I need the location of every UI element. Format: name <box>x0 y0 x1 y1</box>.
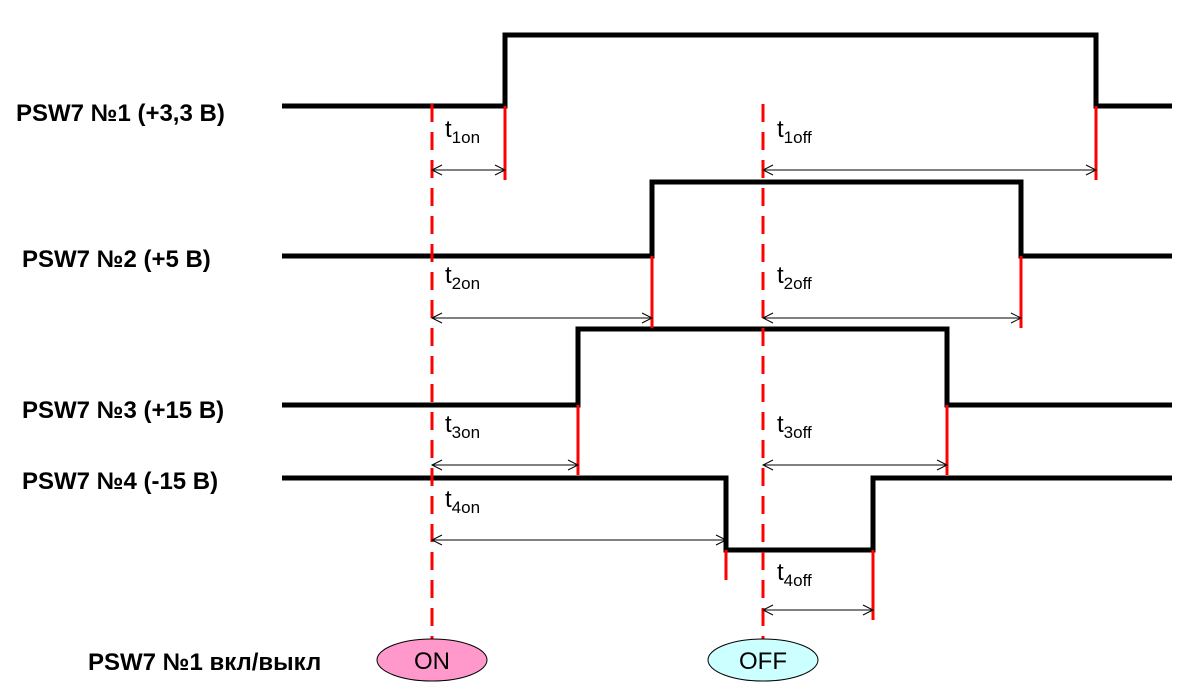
t3-on-subscript: 3on <box>452 423 480 442</box>
t4-off-label: t4off <box>777 559 812 590</box>
t1-on-arrow <box>430 164 507 176</box>
t3-off-arrow-head-left <box>761 459 774 471</box>
t1-on-arrow-head-right <box>494 164 507 176</box>
t3-on-symbol: t <box>445 411 452 438</box>
on-button-shape[interactable] <box>376 638 488 682</box>
control-label: PSW7 №1 вкл/выкл <box>88 649 321 676</box>
t2-off-label: t2off <box>777 262 812 293</box>
t4-on-arrow-head-right <box>715 534 728 546</box>
t1-on-symbol: t <box>445 116 452 143</box>
t2-on-subscript: 2on <box>452 274 480 293</box>
t4-off-symbol: t <box>777 559 784 586</box>
t3-off-arrow-head-right <box>936 459 949 471</box>
t1-on-arrow-head-left <box>430 164 443 176</box>
t1-off-label: t1off <box>777 116 812 147</box>
t2-on-arrow-head-right <box>641 312 654 324</box>
t2-on-label: t2on <box>445 262 480 293</box>
t3-on-arrow <box>430 459 580 471</box>
t3-on-arrow-head-right <box>567 459 580 471</box>
waveform-3-line <box>282 326 1172 408</box>
waveform-4 <box>282 475 1172 553</box>
waveform-2 <box>282 179 1172 259</box>
signal-1-label: PSW7 №1 (+3,3 В) <box>16 100 225 127</box>
waveform-4-line <box>282 475 1172 553</box>
t2-on-arrow-head-left <box>430 312 443 324</box>
off-button-shape[interactable] <box>707 638 819 682</box>
t1-off-arrow <box>761 164 1098 176</box>
t2-off-arrow <box>761 312 1023 324</box>
t4-on-label: t4on <box>445 486 480 517</box>
off-button[interactable]: OFF <box>707 638 819 682</box>
t2-on-arrow <box>430 312 654 324</box>
t4-off-subscript: 4off <box>784 571 812 590</box>
interval-arrows <box>430 164 1098 616</box>
t1-off-arrow-head-right <box>1085 164 1098 176</box>
signal-2-label: PSW7 №2 (+5 В) <box>22 246 211 273</box>
waveform-2-line <box>282 179 1172 259</box>
waveform-3 <box>282 326 1172 408</box>
signal-4-label: PSW7 №4 (-15 В) <box>22 468 218 495</box>
t4-off-arrow-head-left <box>761 604 774 616</box>
transition-ticks <box>503 106 1098 620</box>
t2-off-arrow-head-left <box>761 312 774 324</box>
t4-on-symbol: t <box>445 486 452 513</box>
waveform-1 <box>282 32 1172 109</box>
t3-off-symbol: t <box>777 411 784 438</box>
t2-off-arrow-head-right <box>1010 312 1023 324</box>
on-button-label: ON <box>414 648 450 675</box>
t2-off-subscript: 2off <box>784 274 812 293</box>
t2-off-symbol: t <box>777 262 784 289</box>
signal-3-label: PSW7 №3 (+15 В) <box>22 397 224 424</box>
t4-off-arrow-head-right <box>862 604 875 616</box>
t4-off-arrow <box>761 604 875 616</box>
t1-off-arrow-head-left <box>761 164 774 176</box>
interval-labels: t1on t1off t2on t2off t3on t3off t4on t4… <box>445 116 812 590</box>
t4-on-arrow <box>430 534 728 546</box>
t2-on-symbol: t <box>445 262 452 289</box>
off-button-label: OFF <box>739 648 787 675</box>
waveform-1-line <box>282 32 1172 109</box>
t3-off-arrow <box>761 459 949 471</box>
t1-on-label: t1on <box>445 116 480 147</box>
t3-off-subscript: 3off <box>784 423 812 442</box>
t3-off-label: t3off <box>777 411 812 442</box>
t3-on-label: t3on <box>445 411 480 442</box>
t4-on-subscript: 4on <box>452 498 480 517</box>
on-button[interactable]: ON <box>376 638 488 682</box>
t1-on-subscript: 1on <box>452 128 480 147</box>
t3-on-arrow-head-left <box>430 459 443 471</box>
t1-off-subscript: 1off <box>784 128 812 147</box>
t1-off-symbol: t <box>777 116 784 143</box>
t4-on-arrow-head-left <box>430 534 443 546</box>
